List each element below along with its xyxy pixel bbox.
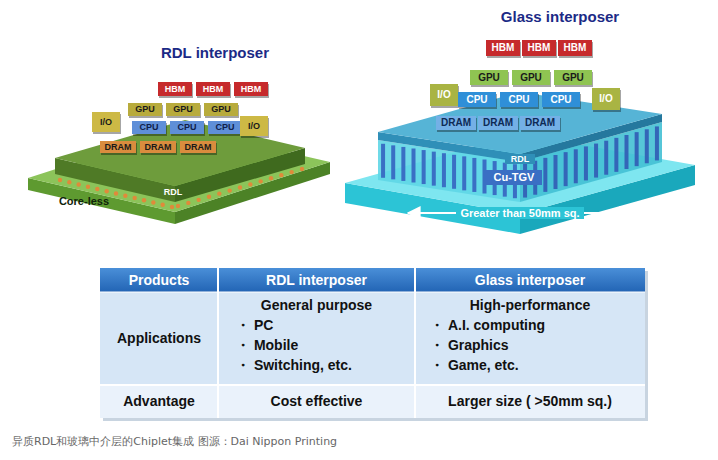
node-text: HBM xyxy=(241,85,262,94)
figure-title: Glass interposer xyxy=(470,8,650,26)
table-cell: ・ Mobile xyxy=(236,336,411,354)
chip-box: HBM xyxy=(158,82,192,96)
layer-label: Core-less xyxy=(52,194,116,208)
chip-box: CPU xyxy=(458,92,496,107)
chip-box: GPU xyxy=(166,103,200,116)
table-cell: Applications xyxy=(100,329,218,347)
table-cell: ・ Graphics xyxy=(430,336,640,354)
layer-label: Cu-TGV xyxy=(486,170,542,185)
chip-box: GPU xyxy=(470,70,508,85)
table-cell: High-performance xyxy=(415,296,645,314)
node-text: HBM xyxy=(203,85,224,94)
table-cell: General purpose xyxy=(218,296,415,314)
node-text: DRAM xyxy=(105,143,132,152)
chip-box: HBM xyxy=(486,40,520,56)
node-text: DRAM xyxy=(145,143,172,152)
node-text: I/O xyxy=(248,122,260,131)
chip-box: I/O xyxy=(430,84,458,106)
chip-box: CPU xyxy=(170,121,204,134)
chip-box: GPU xyxy=(554,70,592,85)
node-text: GPU xyxy=(173,105,193,114)
table xyxy=(100,268,648,421)
figure-caption: 异质RDL和玻璃中介层的Chiplet集成 图源：Dai Nippon Prin… xyxy=(12,433,337,451)
chip-box: DRAM xyxy=(100,141,136,153)
chip-box: CPU xyxy=(132,121,166,134)
chip-box: DRAM xyxy=(520,116,560,130)
chip-box: GPU xyxy=(128,103,162,116)
node-text: I/O xyxy=(100,118,112,127)
node-text: I/O xyxy=(437,90,450,100)
chip-box: HBM xyxy=(196,82,230,96)
node-text: DRAM xyxy=(525,118,555,128)
node-text: DRAM xyxy=(441,118,471,128)
node-text: DRAM xyxy=(185,143,212,152)
chip-box: I/O xyxy=(92,112,120,132)
node-text: GPU xyxy=(135,105,155,114)
node-text: CPU xyxy=(466,95,487,105)
table-cell: Advantage xyxy=(100,392,218,410)
chip-box: I/O xyxy=(240,116,268,136)
table-header: RDL interposer xyxy=(218,271,415,289)
table-cell: Cost effective xyxy=(218,392,415,410)
node-text: CPU xyxy=(139,123,158,132)
chip-box: HBM xyxy=(558,40,592,56)
chip-box: CPU xyxy=(500,92,538,107)
layer-label: RDL xyxy=(505,154,535,164)
dimension-label: Greater than 50mm sq. xyxy=(440,204,600,222)
chip-box: DRAM xyxy=(436,116,476,130)
node-text: RDL xyxy=(164,188,183,197)
node-text: HBM xyxy=(528,43,551,53)
node-text: HBM xyxy=(492,43,515,53)
chip-box: CPU xyxy=(542,92,580,107)
table-cell: ・ Switching, etc. xyxy=(236,356,411,374)
table-header: Glass interposer xyxy=(415,271,645,289)
chip-box: CPU xyxy=(208,121,242,134)
table-header: Products xyxy=(100,271,218,289)
node-text: RDL xyxy=(511,155,530,164)
table-cell: ・ Game, etc. xyxy=(430,356,640,374)
chip-box: DRAM xyxy=(140,141,176,153)
node-text: GPU xyxy=(520,73,542,83)
node-text: CPU xyxy=(215,123,234,132)
chip-box: HBM xyxy=(522,40,556,56)
node-text: Core-less xyxy=(59,196,109,207)
node-text: HBM xyxy=(165,85,186,94)
node-text: I/O xyxy=(599,94,612,104)
chip-box: GPU xyxy=(204,103,238,116)
node-text: GPU xyxy=(562,73,584,83)
chip-box: I/O xyxy=(592,88,620,110)
node-text: HBM xyxy=(564,43,587,53)
layer-label: RDL xyxy=(158,186,188,198)
table-cell: ・ A.I. computing xyxy=(430,316,640,334)
chip-box: GPU xyxy=(512,70,550,85)
node-text: GPU xyxy=(478,73,500,83)
chip-box: DRAM xyxy=(478,116,518,130)
chip-box: HBM xyxy=(234,82,268,96)
node-text: Cu-TGV xyxy=(494,172,535,183)
node-text: CPU xyxy=(508,95,529,105)
table-cell: Larger size ( >50mm sq.) xyxy=(415,392,645,410)
node-text: GPU xyxy=(211,105,231,114)
table-cell: ・ PC xyxy=(236,316,411,334)
node-text: CPU xyxy=(550,95,571,105)
node-text: CPU xyxy=(177,123,196,132)
node-text: DRAM xyxy=(483,118,513,128)
figure-title: RDL interposer xyxy=(130,44,300,62)
chip-box: DRAM xyxy=(180,141,216,153)
